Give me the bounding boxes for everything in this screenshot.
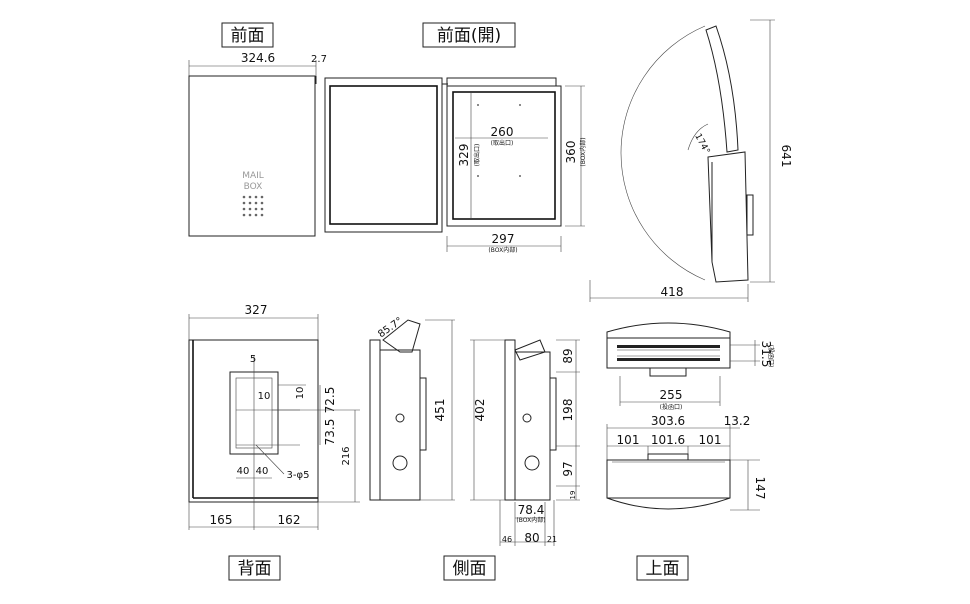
front-view: 324.6 2.7 MAIL BOX <box>188 51 327 237</box>
back-dim-right: 162 <box>278 513 301 527</box>
label-side-text: 側面 <box>453 559 487 579</box>
inner-height-note: (BOX内部) <box>579 137 587 166</box>
back-dim-40a: 40 <box>237 466 250 477</box>
open-box-body <box>446 85 562 227</box>
front-body <box>188 75 316 237</box>
label-top: 上面 <box>636 555 689 581</box>
label-top-text: 上面 <box>646 559 680 579</box>
top-view-slot: 31.5 (投函口) 255 (投函口) <box>606 322 775 411</box>
open-angle-dim: 174° <box>692 132 711 156</box>
back-dim-72: 72.5 <box>323 387 337 414</box>
label-side-box <box>443 555 496 581</box>
label-front-open-text: 前面(開) <box>437 26 501 46</box>
inner-height-dim: 360 <box>564 141 578 164</box>
top-width: 303.6 <box>651 414 685 428</box>
side-inner-depth-note: (BOX内部) <box>516 516 545 524</box>
back-dim-10a: 10 <box>258 391 271 402</box>
open-door-inner <box>329 85 438 225</box>
depth-total-dim: 418 <box>661 285 684 299</box>
top-w101c: 101 <box>699 433 722 447</box>
top-slot-body <box>606 337 731 369</box>
top-slot-width-note: (投函口) <box>660 403 683 411</box>
side-body-a <box>379 349 421 501</box>
label-front-open-box <box>422 22 516 48</box>
top-w101a: 101 <box>617 433 640 447</box>
front-dot-grid <box>242 195 264 217</box>
side-dim-46: 46 <box>502 535 512 544</box>
side-dim-97: 97 <box>561 461 575 476</box>
top-depth: 147 <box>753 477 767 500</box>
label-back: 背面 <box>228 555 281 581</box>
side-view-a: 85.7° 451 <box>369 316 455 501</box>
top-w101b: 101.6 <box>651 433 685 447</box>
front-width-dim: 324.6 <box>241 51 275 65</box>
back-dim-left: 165 <box>210 513 233 527</box>
front-open-view: 260 (取出口) 329 (取出口) 297 (BOX内部) 360 (BOX… <box>324 77 587 254</box>
back-holes-dim: 3-φ5 <box>287 470 310 481</box>
inner-width-dim: 297 <box>492 232 515 246</box>
opening-height-note: (取出口) <box>473 144 481 167</box>
label-back-box <box>228 555 281 581</box>
open-door <box>324 77 443 233</box>
side-body-b <box>514 351 551 501</box>
side-open-body <box>707 151 749 283</box>
back-dim-216: 216 <box>341 446 352 465</box>
open-lid <box>705 25 739 153</box>
inner-width-note: (BOX内部) <box>488 246 517 254</box>
mailbox-logo-line1: MAIL <box>242 171 264 181</box>
side-dim-89: 89 <box>561 348 575 363</box>
back-width-dim: 327 <box>245 303 268 317</box>
top-slot-width: 255 <box>660 388 683 402</box>
side-dim-80: 80 <box>524 531 539 545</box>
side-inner-depth: 78.4 <box>518 503 545 517</box>
side-angle-dim: 85.7° <box>376 316 405 341</box>
swing-arc <box>620 25 706 281</box>
side-dim-198: 198 <box>561 399 575 422</box>
label-front-text: 前面 <box>231 26 265 46</box>
top-slot-height: 31.5 <box>759 341 773 368</box>
side-height-b: 402 <box>473 399 487 422</box>
total-height-dim: 641 <box>779 145 793 168</box>
back-dim-5: 5 <box>250 354 256 365</box>
open-box-inner <box>452 91 556 220</box>
back-dim-73: 73.5 <box>323 419 337 446</box>
back-body <box>188 339 319 503</box>
side-open-view: 174° 641 418 <box>589 19 793 302</box>
top-slot-note: (投函口) <box>767 345 775 368</box>
front-offset-dim: 2.7 <box>311 54 327 65</box>
label-back-text: 背面 <box>238 559 272 579</box>
label-front: 前面 <box>221 22 274 48</box>
opening-height-dim: 329 <box>457 144 471 167</box>
mailbox-logo-line2: BOX <box>244 182 263 192</box>
label-front-box <box>221 22 274 48</box>
side-view-b: 402 89 198 97 19 78.4 (BOX内部) 46 80 21 <box>470 339 580 546</box>
label-side: 側面 <box>443 555 496 581</box>
side-height-a: 451 <box>433 399 447 422</box>
label-front-open: 前面(開) <box>422 22 516 48</box>
back-dim-10b: 10 <box>295 387 306 400</box>
opening-width-note: (取出口) <box>491 139 514 147</box>
top-d13: 13.2 <box>724 414 751 428</box>
opening-width-dim: 260 <box>491 125 514 139</box>
side-dim-21: 21 <box>547 535 557 544</box>
side-dim-19: 19 <box>569 491 577 500</box>
back-dim-40b: 40 <box>256 466 269 477</box>
label-top-box <box>636 555 689 581</box>
top-view-plan: 303.6 13.2 101 101.6 101 147 <box>606 414 767 511</box>
back-view: 327 5 10 10 72.5 73.5 40 40 3-φ5 216 <box>188 303 360 530</box>
top-plan-body <box>606 459 731 499</box>
